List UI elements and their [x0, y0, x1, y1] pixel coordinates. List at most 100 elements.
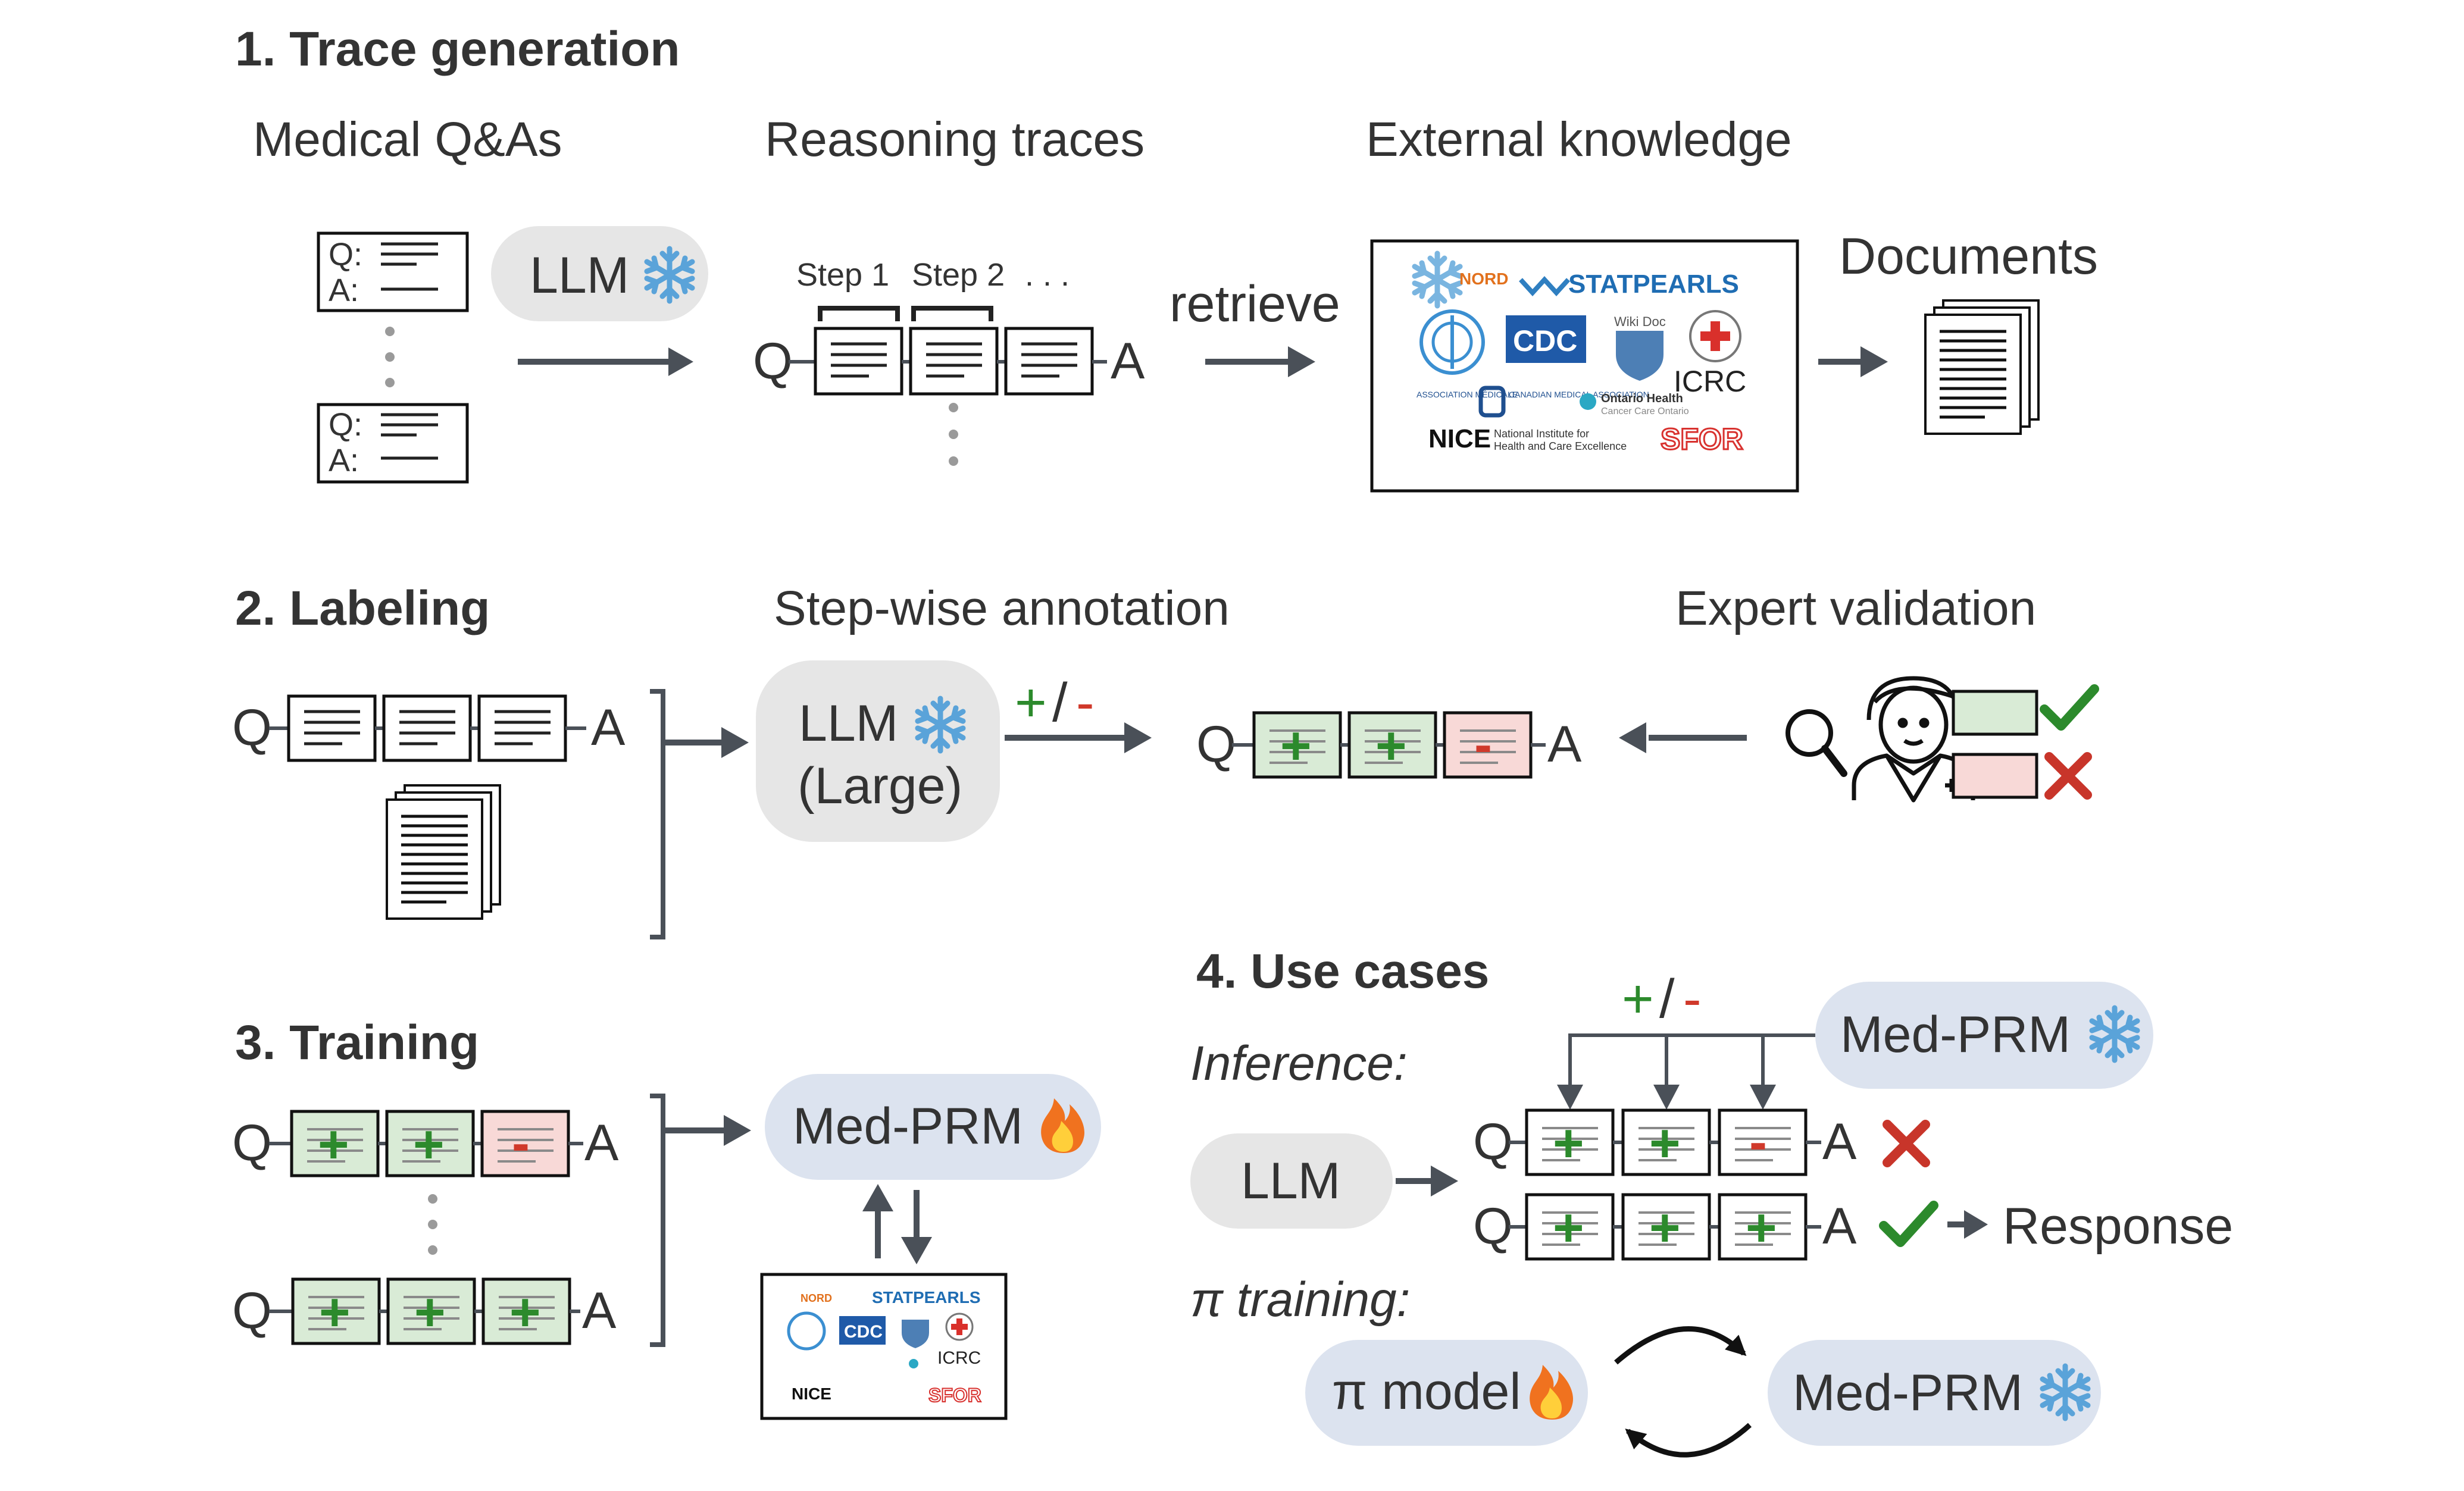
train-q: Q [232, 1282, 272, 1339]
svg-text:Ontario Health: Ontario Health [1601, 392, 1683, 405]
candidate-step-good: + [1525, 1193, 1615, 1261]
candidate-step-good: + [1525, 1108, 1615, 1176]
svg-text:National Institute for: National Institute for [1494, 428, 1589, 440]
labeling-bracket [650, 689, 665, 939]
svg-text:+: + [1015, 672, 1047, 733]
svg-text:NORD: NORD [1459, 270, 1508, 288]
steps-ellipsis: . . . [1025, 257, 1070, 293]
qa-card: Q: A: [317, 403, 469, 484]
svg-text:+: + [318, 1115, 349, 1174]
ontario-health-logo: Ontario Health Cancer Care Ontario [1580, 392, 1689, 416]
svg-text:-: - [1474, 715, 1492, 775]
magnifier-icon [1786, 709, 1847, 777]
llm-frozen-pill: LLM [491, 226, 708, 321]
cross-icon [2049, 757, 2087, 795]
qa-a-label: A: [329, 272, 359, 308]
qa-card: Q: A: [317, 231, 469, 312]
label-documents-icon [387, 785, 500, 919]
svg-text:/: / [1659, 969, 1675, 1029]
llm-large-line2: (Large) [798, 757, 962, 815]
documents-label: Documents [1839, 228, 2098, 285]
svg-text:Wiki Doc: Wiki Doc [1614, 314, 1666, 329]
llm-inference-label: LLM [1241, 1152, 1340, 1210]
train-step-good: + [290, 1110, 380, 1177]
pi-model-label: π model [1332, 1363, 1521, 1420]
candidate-a: A [1822, 1198, 1857, 1255]
medical-qa-label: Medical Q&As [253, 112, 562, 167]
svg-text:STATPEARLS: STATPEARLS [872, 1288, 981, 1307]
qa-q-label: Q: [329, 237, 362, 272]
svg-text:SFOR: SFOR [1661, 422, 1743, 456]
train-step-good: + [386, 1277, 476, 1345]
label-a: A [591, 699, 626, 756]
nice-logo: NICE National Institute for Health and C… [1428, 424, 1627, 453]
snowflake-icon [2038, 1365, 2093, 1420]
trace-q-label: Q [753, 333, 793, 390]
labeled-q: Q [1196, 716, 1236, 773]
pi-training-label: π training: [1190, 1273, 1410, 1327]
labeled-step-good: + [1347, 711, 1437, 779]
svg-text:+: + [1649, 1114, 1681, 1173]
svg-text:NICE: NICE [1428, 424, 1491, 453]
qa-a-label: A: [329, 443, 359, 478]
svg-text:+: + [1553, 1114, 1584, 1173]
llm-inference-pill: LLM [1190, 1133, 1393, 1229]
validated-good-box [1952, 690, 2038, 736]
label-q: Q [232, 699, 272, 756]
pi-model-pill: π model [1305, 1340, 1588, 1446]
svg-text:NICE: NICE [792, 1384, 831, 1403]
svg-text:+: + [1375, 716, 1407, 776]
sfor-logo: SFOR [1660, 422, 1744, 457]
med-prm-inference-pill: Med-PRM [1815, 982, 2153, 1089]
svg-text:+: + [414, 1283, 446, 1342]
wikidoc-logo: Wiki Doc [1614, 314, 1666, 381]
svg-text:CDC: CDC [844, 1322, 883, 1342]
train-a: A [584, 1114, 619, 1172]
svg-text:CDC: CDC [1513, 324, 1577, 358]
qa-ellipsis [385, 327, 395, 387]
step2-label: Step 2 [912, 257, 1005, 293]
cma-logo: ASSOCIATION MÉDICALE CANADIAN MEDICAL AS… [1417, 386, 1649, 418]
external-knowledge-label: External knowledge [1366, 112, 1792, 167]
svg-text:+: + [413, 1115, 445, 1174]
train-step-good: + [385, 1110, 475, 1177]
svg-text:+: + [1622, 969, 1654, 1029]
stepwise-annotation-label: Step-wise annotation [774, 581, 1230, 635]
step1-bracket [818, 306, 900, 321]
labeled-step-good: + [1252, 711, 1342, 779]
svg-text:+: + [1280, 716, 1312, 776]
train-a: A [582, 1282, 617, 1339]
candidate-step-bad: - [1718, 1108, 1808, 1176]
svg-text:+: + [1649, 1198, 1681, 1258]
bidirectional-retrieval-arrows [862, 1184, 932, 1264]
snowflake-icon [642, 248, 697, 302]
label-step-box [287, 694, 377, 762]
train-step-good: + [481, 1277, 571, 1345]
step1-label: Step 1 [796, 257, 889, 293]
svg-text:+: + [1553, 1198, 1584, 1258]
response-label: Response [2003, 1198, 2233, 1255]
section-title-trace-generation: 1. Trace generation [235, 22, 680, 76]
statpearls-logo: STATPEARLS [1519, 270, 1739, 299]
section-title-training: 3. Training [235, 1016, 479, 1070]
svg-text:CANADIAN MEDICAL ASSOCIATION: CANADIAN MEDICAL ASSOCIATION [1509, 390, 1649, 399]
svg-text:ICRC: ICRC [937, 1348, 981, 1368]
svg-text:ICRC: ICRC [1674, 365, 1746, 398]
cdc-logo: CDC [1506, 315, 1586, 363]
doctor-icon [1852, 676, 1975, 803]
candidate-step-good: + [1621, 1193, 1711, 1261]
labeled-a: A [1547, 716, 1582, 773]
svg-text:NORD: NORD [801, 1292, 832, 1304]
candidate-step-good: + [1718, 1193, 1808, 1261]
plus-minus-annotation: + / - [1015, 672, 1095, 733]
label-step-box [382, 694, 472, 762]
validated-bad-box [1952, 753, 2038, 799]
labeled-step-bad: - [1443, 711, 1533, 779]
svg-text:Cancer Care Ontario: Cancer Care Ontario [1601, 406, 1689, 416]
pi-training-loop-arrows [1614, 1326, 1752, 1458]
label-step-box [477, 694, 567, 762]
llm-label: LLM [530, 247, 629, 304]
med-prm-inference-label: Med-PRM [1840, 1006, 2071, 1063]
svg-text:/: / [1052, 672, 1068, 733]
svg-text:-: - [1683, 969, 1702, 1029]
